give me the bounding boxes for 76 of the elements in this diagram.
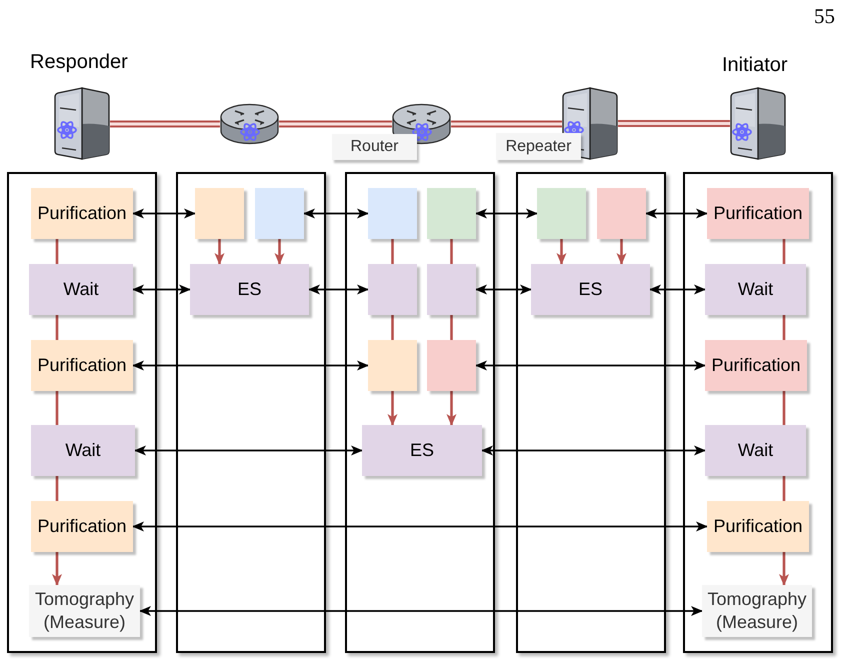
double-arrow [475, 208, 538, 218]
connector-line [391, 239, 394, 264]
server-drawing [730, 87, 787, 160]
column-panel [345, 172, 495, 653]
device-label: Router [332, 134, 417, 160]
arrow [779, 552, 789, 586]
process-step: Purification [31, 188, 133, 239]
double-arrow [132, 360, 369, 370]
double-arrow [132, 522, 708, 532]
process-step: Purification [707, 188, 809, 239]
connector-line [56, 476, 58, 501]
connector-line [450, 315, 453, 340]
double-arrow [475, 284, 532, 294]
process-step: Tomography (Measure) [29, 585, 140, 637]
process-step: Tomography (Measure) [702, 585, 812, 637]
double-arrow [139, 606, 703, 616]
double-arrow [475, 360, 706, 370]
link-line [279, 120, 392, 128]
link-line [110, 120, 220, 128]
connector-line [782, 239, 786, 264]
arrow [446, 391, 456, 426]
arrow [274, 239, 284, 265]
column-panel [683, 172, 833, 653]
process-step: Wait [31, 425, 135, 476]
process-step: Wait [29, 264, 133, 315]
link-line [618, 120, 730, 127]
resource-block [597, 188, 646, 239]
arrow [616, 239, 626, 265]
connector-line [450, 239, 453, 264]
resource-block [537, 188, 586, 239]
connector-line [391, 315, 394, 340]
server-drawing [54, 87, 110, 160]
process-step: Purification [707, 501, 809, 552]
process-step: Wait [705, 425, 806, 476]
arrow [214, 239, 224, 265]
process-step: Purification [31, 340, 133, 391]
connector-line [56, 391, 58, 425]
process-step: Purification [31, 501, 133, 552]
device-caption: Initiator [722, 54, 788, 77]
link-line [451, 120, 562, 128]
resource-block [368, 340, 417, 391]
resource-block [427, 188, 476, 239]
resource-block [427, 264, 476, 315]
double-arrow [132, 284, 191, 294]
column-panel [176, 172, 326, 653]
arrow [52, 552, 62, 586]
double-arrow [308, 284, 369, 294]
arrow [556, 239, 566, 265]
device-caption: Responder [30, 51, 128, 74]
double-arrow [645, 208, 708, 218]
process-step: Purification [705, 340, 807, 391]
device-label: Repeater [496, 133, 581, 160]
resource-block [427, 340, 476, 391]
process-step: ES [190, 264, 309, 315]
column-panel [516, 172, 666, 653]
double-arrow [649, 284, 706, 294]
process-step: Wait [705, 264, 806, 315]
double-arrow [132, 208, 196, 218]
resource-block [368, 188, 417, 239]
column-panel [7, 172, 157, 653]
router-drawing [220, 103, 279, 145]
resource-block [368, 264, 417, 315]
arrow [388, 391, 398, 426]
resource-block [255, 188, 304, 239]
double-arrow [134, 446, 363, 456]
connector-line [782, 476, 786, 501]
process-step: ES [362, 425, 482, 476]
connector-line [782, 391, 786, 425]
double-arrow [481, 446, 706, 456]
page-number: 55 [814, 5, 835, 28]
connector-line [56, 239, 58, 264]
process-step: ES [531, 264, 650, 315]
connector-line [56, 315, 58, 340]
resource-block [195, 188, 244, 239]
double-arrow [303, 208, 369, 218]
connector-line [782, 315, 786, 340]
